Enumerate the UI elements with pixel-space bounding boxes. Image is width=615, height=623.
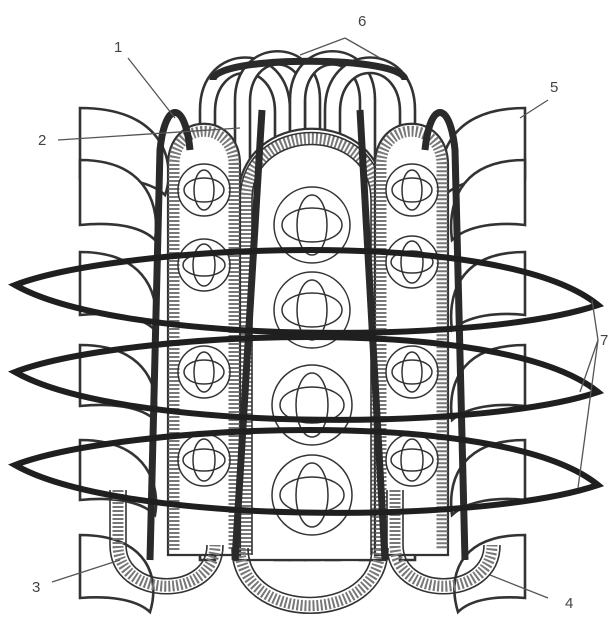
label-2: 2 [38,132,46,149]
label-5: 5 [550,79,558,96]
label-3: 3 [32,579,40,596]
label-1: 1 [114,39,122,56]
label-6: 6 [358,13,366,30]
label-4: 4 [565,595,573,612]
label-7: 7 [600,332,608,349]
